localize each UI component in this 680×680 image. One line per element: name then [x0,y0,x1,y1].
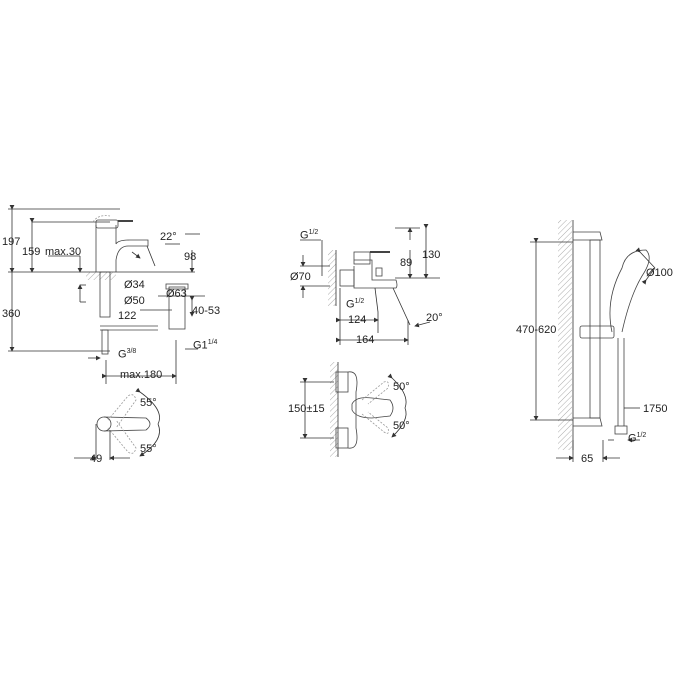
bath-mixer-side-view [300,224,440,345]
dim-hole-dia: Ø34 [124,279,145,291]
dim-depth-124: 124 [348,314,367,326]
dim-centers: 150±15 [288,403,325,415]
dim-thread-bottom: G1/2 [346,298,365,311]
dim-height-spout: 159 [22,246,41,258]
dim-angle-down: 55° [140,443,157,455]
dim-bath-angle-up: 50° [393,381,410,393]
bath-mixer-front-view [300,362,407,457]
dim-wall-offset: 65 [581,453,594,465]
dim-height-89: 89 [400,257,413,269]
dim-max-deck: max.30 [45,246,82,258]
dim-depth-164: 164 [356,334,375,346]
dim-max-reach: max.180 [120,369,163,381]
shower-set-view [530,220,656,462]
dim-height-total: 197 [2,236,21,248]
dim-hose-length: 1750 [643,403,668,415]
dim-supply-thread: G3/8 [118,348,137,361]
dim-waste-dia: Ø63 [166,288,187,300]
dim-install-depth: 360 [2,308,21,320]
dim-head-dia: Ø100 [646,267,673,279]
dim-waste-range: 40-53 [192,305,221,317]
dim-spout-angle-bath: 20° [426,312,443,324]
basin-mixer-top-view [74,387,160,461]
dim-shower-thread: G1/2 [628,432,647,445]
dim-flange-dia: Ø70 [290,271,311,283]
dim-spout-clearance: 98 [184,251,197,263]
dim-offset: 49 [90,453,103,465]
dim-thread-top: G1/2 [300,229,319,242]
dim-rod-length: 122 [118,310,137,322]
dim-base-dia: Ø50 [124,295,145,307]
dim-angle-up: 55° [140,397,157,409]
basin-mixer-side-view [8,205,205,384]
dim-waste-thread: G11/4 [193,339,218,352]
dim-spout-angle: 22° [160,231,177,243]
dim-height-130: 130 [422,249,441,261]
dim-rail-length: 470-620 [516,324,557,336]
dim-bath-angle-down: 50° [393,420,410,432]
